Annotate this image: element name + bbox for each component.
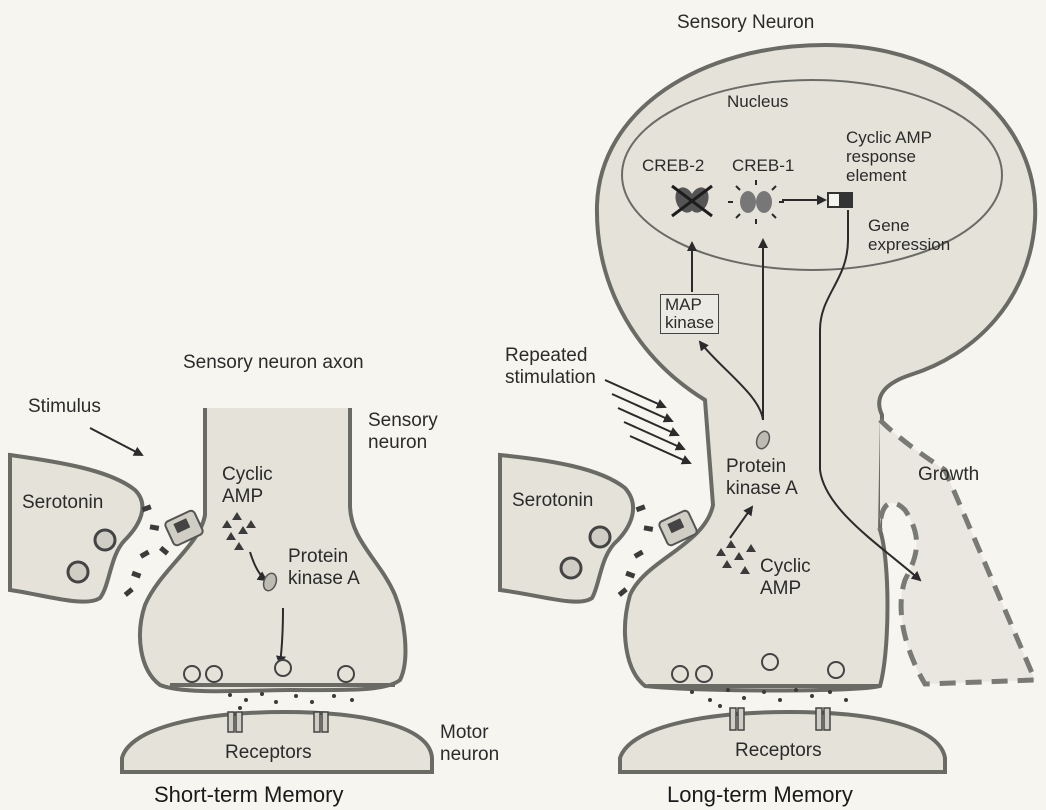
lt-serotonin-terminal	[500, 455, 633, 602]
st-receptors-label: Receptors	[225, 742, 312, 764]
st-cyclic-amp-label: Cyclic AMP	[222, 464, 273, 508]
st-stimulus-label: Stimulus	[28, 396, 101, 418]
st-sensory-neuron-body	[140, 408, 405, 691]
st-protein-kinase-label: Protein kinase A	[288, 546, 360, 590]
lt-gene-expression-label: Gene expression	[868, 216, 950, 254]
lt-protein-kinase-label: Protein kinase A	[726, 456, 798, 500]
lt-creb2-label: CREB-2	[642, 156, 704, 175]
lt-title: Sensory Neuron	[677, 12, 814, 34]
lt-receptors-label: Receptors	[735, 740, 822, 762]
lt-response-element-label: Cyclic AMP response element	[846, 128, 932, 185]
lt-growth-region	[880, 420, 1035, 684]
lt-nucleus-label: Nucleus	[727, 92, 788, 111]
st-motor-neuron-label: Motor neuron	[440, 722, 499, 766]
lt-cyclic-amp-label: Cyclic AMP	[760, 556, 811, 600]
st-sensory-neuron-label: Sensory neuron	[368, 410, 438, 454]
lt-growth-label: Growth	[918, 464, 979, 486]
lt-serotonin-label: Serotonin	[512, 490, 593, 512]
lt-map-kinase-box: MAP kinase	[660, 294, 719, 334]
st-caption: Short-term Memory	[154, 783, 343, 807]
short-term-panel	[10, 408, 432, 772]
st-axon-label: Sensory neuron axon	[183, 352, 364, 374]
st-serotonin-label: Serotonin	[22, 492, 103, 514]
lt-creb1-label: CREB-1	[732, 156, 794, 175]
lt-repeated-stimulation-label: Repeated stimulation	[505, 345, 596, 389]
lt-caption: Long-term Memory	[667, 783, 853, 807]
